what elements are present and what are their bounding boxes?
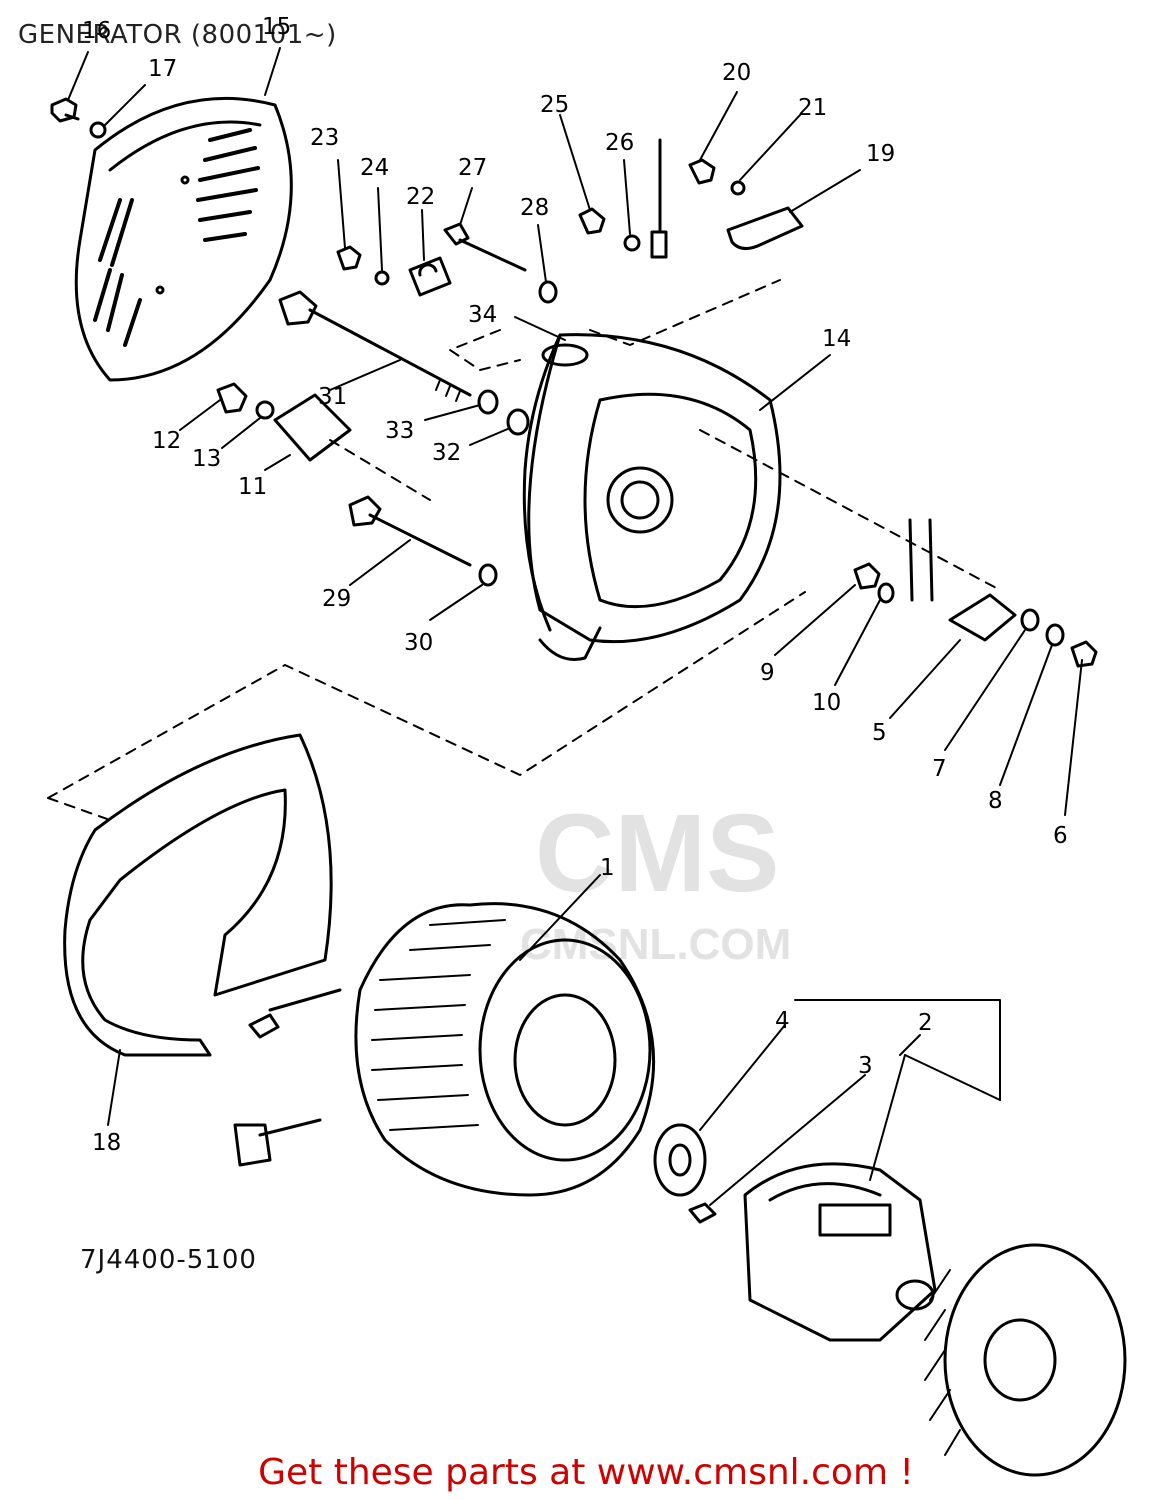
callout-13: 13 — [192, 446, 222, 472]
callout-9: 9 — [760, 660, 775, 686]
callout-19: 19 — [866, 141, 896, 167]
callout-20: 20 — [722, 60, 752, 86]
callout-17: 17 — [148, 56, 178, 82]
callout-27: 27 — [458, 155, 488, 181]
callout-16: 16 — [82, 18, 112, 44]
callout-33: 33 — [385, 418, 415, 444]
callout-12: 12 — [152, 428, 182, 454]
callout-10: 10 — [812, 690, 842, 716]
callout-31: 31 — [318, 384, 348, 410]
callout-7: 7 — [932, 756, 947, 782]
callout-22: 22 — [406, 184, 436, 210]
front-frame-part-14 — [522, 333, 782, 661]
callout-29: 29 — [322, 586, 352, 612]
fan-part — [924, 1243, 1127, 1477]
callout-8: 8 — [988, 788, 1003, 814]
washer-part-17 — [89, 121, 107, 139]
callout-1: 1 — [600, 855, 615, 881]
callout-28: 28 — [520, 195, 550, 221]
callout-3: 3 — [858, 1053, 873, 1079]
rectifier-part-11 — [273, 393, 352, 462]
callout-18: 18 — [92, 1130, 122, 1156]
callout-15: 15 — [262, 14, 292, 40]
callout-4: 4 — [775, 1008, 790, 1034]
stator-part-1 — [233, 902, 656, 1197]
watermark-site: CMSNL.COM — [520, 920, 792, 969]
callout-5: 5 — [872, 720, 887, 746]
callout-6: 6 — [1053, 823, 1068, 849]
callout-14: 14 — [822, 326, 852, 352]
callout-11: 11 — [238, 474, 268, 500]
callout-2: 2 — [918, 1010, 933, 1036]
diagram-part-number: 7J4400-5100 — [80, 1245, 257, 1275]
watermark-brand: CMS — [535, 792, 780, 915]
callout-25: 25 — [540, 92, 570, 118]
brush-holder-part-5 — [948, 593, 1017, 642]
callout-32: 32 — [432, 440, 462, 466]
rear-cover-part-15 — [74, 96, 293, 382]
callout-30: 30 — [404, 630, 434, 656]
callout-26: 26 — [605, 130, 635, 156]
page-title: GENERATOR (800101~) — [18, 20, 337, 50]
rotor-part-2 — [743, 1162, 937, 1342]
footer-promo-link[interactable]: Get these parts at www.cmsnl.com ! — [258, 1452, 914, 1493]
callout-23: 23 — [310, 125, 340, 151]
bearing-part-4 — [653, 1123, 707, 1197]
cover-band-part-18 — [63, 733, 333, 1057]
clamp-part-19 — [726, 206, 804, 250]
callout-21: 21 — [798, 95, 828, 121]
callout-24: 24 — [360, 155, 390, 181]
bolt-part-16 — [50, 97, 80, 123]
callout-34: 34 — [468, 302, 498, 328]
